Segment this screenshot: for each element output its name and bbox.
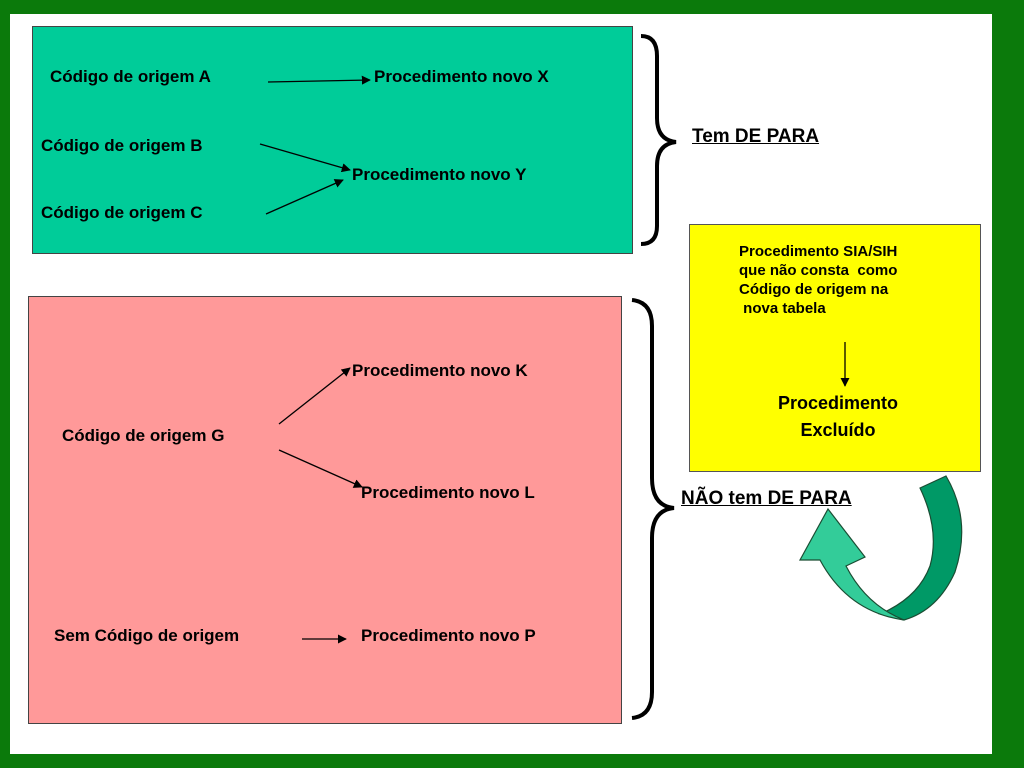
excluded-note-text: Procedimento SIA/SIH que não consta como… — [739, 243, 898, 317]
excluded-note-box — [689, 224, 981, 472]
mapped-group-box — [32, 26, 633, 254]
mapped-label: Tem DE PARA — [692, 126, 820, 147]
source-code-g: Código de origem G — [62, 426, 225, 445]
excluded-result-text: Procedimento Excluído — [777, 393, 899, 440]
target-procedure-p: Procedimento novo P — [361, 626, 536, 645]
source-no-code: Sem Código de origem — [54, 626, 240, 645]
target-procedure-y: Procedimento novo Y — [352, 165, 527, 184]
unmapped-group-box — [28, 296, 622, 724]
source-code-a: Código de origem A — [50, 67, 211, 86]
source-code-c: Código de origem C — [41, 203, 203, 222]
unmapped-label: NÃO tem DE PARA — [681, 488, 852, 509]
target-procedure-k: Procedimento novo K — [352, 361, 528, 380]
source-code-b: Código de origem B — [41, 136, 203, 155]
target-procedure-x: Procedimento novo X — [374, 67, 549, 86]
target-procedure-l: Procedimento novo L — [361, 483, 535, 502]
